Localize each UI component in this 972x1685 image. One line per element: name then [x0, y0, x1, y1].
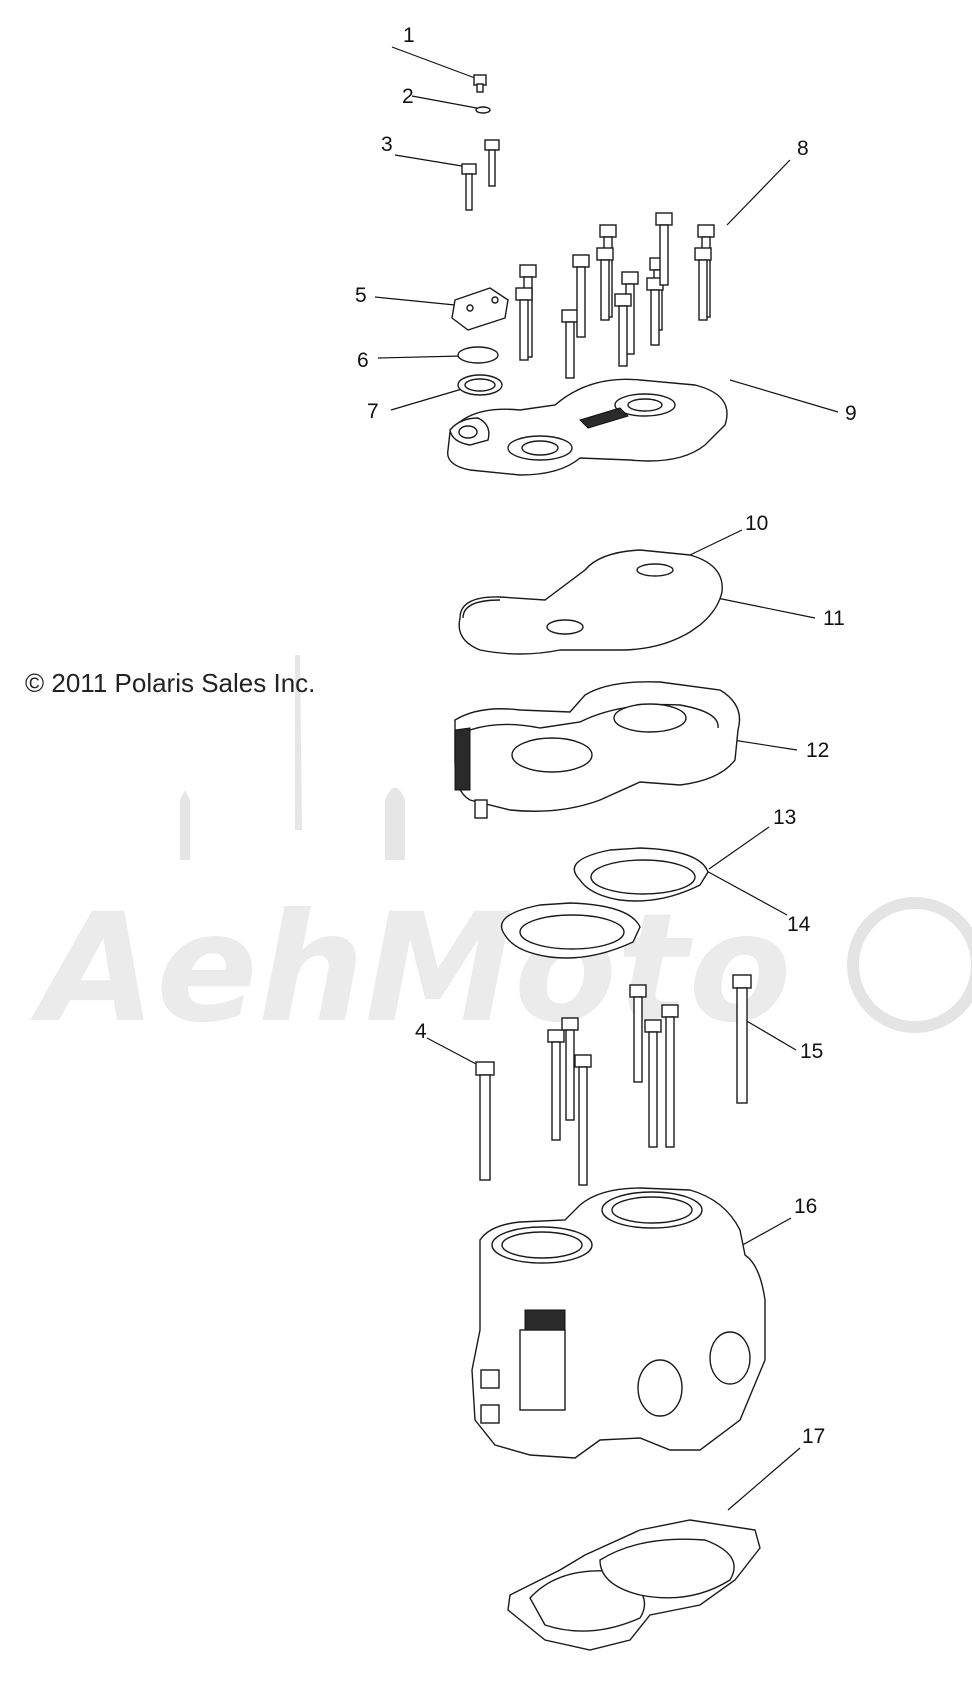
part-6-o-ring	[457, 346, 499, 364]
callout-7: 7	[367, 400, 379, 423]
callout-2: 2	[402, 85, 414, 108]
part-1-screw	[473, 74, 487, 93]
part-16-cylinder-block	[471, 1187, 766, 1459]
copyright-text: © 2011 Polaris Sales Inc.	[25, 668, 316, 698]
watermark-text: AehMoto	[30, 882, 792, 1056]
leader-lines	[374, 46, 839, 1511]
part-8-bolts	[515, 212, 715, 379]
part-14-gasket	[500, 902, 641, 959]
part-17-base-gasket	[507, 1519, 761, 1651]
callout-6: 6	[357, 349, 369, 372]
part-15-bolts	[547, 974, 752, 1186]
part-12-cylinder-head	[454, 681, 741, 819]
part-9-head-cover	[446, 378, 728, 476]
watermark: AehMoto	[30, 655, 972, 1056]
part-10-o-rings	[546, 563, 674, 635]
callout-11: 11	[823, 607, 845, 630]
part-7-seal	[457, 374, 503, 396]
callout-labels: 1 2 3 4 5 6 7 8 9 10 11 12 13 14 15 16 1…	[355, 24, 857, 1448]
callout-17: 17	[802, 1425, 825, 1448]
callout-3: 3	[381, 133, 393, 156]
part-13-gasket	[573, 847, 709, 902]
callout-10: 10	[745, 512, 768, 535]
callout-5: 5	[355, 284, 367, 307]
part-4-bolt	[475, 1061, 495, 1181]
callout-14: 14	[787, 913, 811, 936]
callout-15: 15	[800, 1040, 823, 1063]
part-2-washer	[475, 106, 491, 114]
callout-9: 9	[845, 402, 857, 425]
callout-1: 1	[403, 24, 415, 47]
part-11-gasket	[458, 549, 723, 655]
callout-12: 12	[806, 739, 829, 762]
callout-4: 4	[415, 1020, 427, 1043]
callout-16: 16	[794, 1195, 817, 1218]
callout-8: 8	[797, 137, 809, 160]
part-3-bolts	[461, 139, 500, 211]
callout-13: 13	[773, 806, 796, 829]
part-5-cover-plate	[451, 287, 509, 331]
